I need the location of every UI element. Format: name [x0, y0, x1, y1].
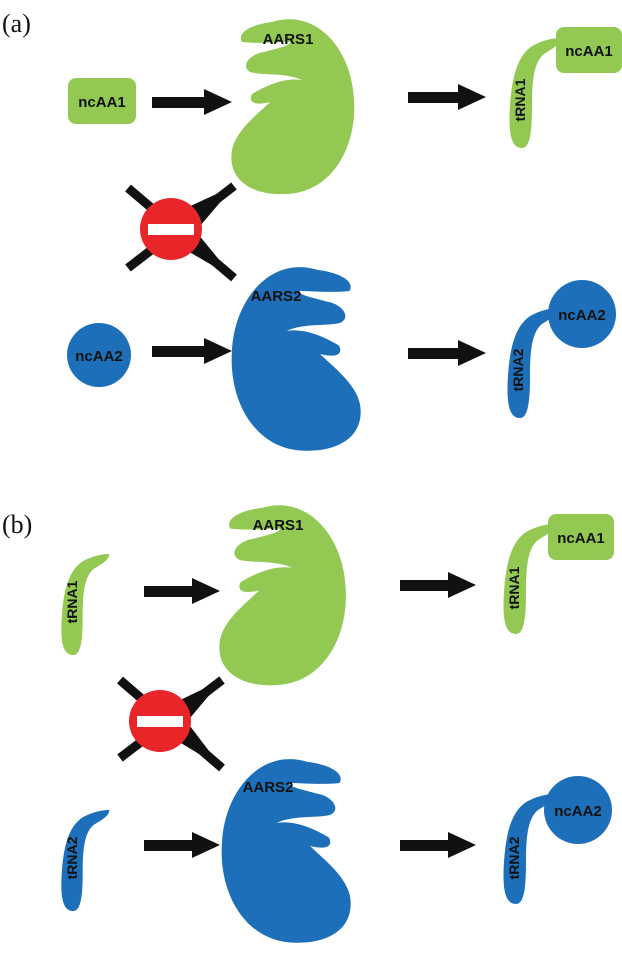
enzyme-aars1-label: AARS1 — [263, 31, 314, 48]
enzyme-aars1: AARS1 — [231, 19, 355, 195]
product-trna1-ncaa1: ncAA1 tRNA1 — [503, 514, 614, 634]
product-ncaa2-label: ncAA2 — [558, 307, 606, 324]
input-ncaa1-label: ncAA1 — [78, 94, 126, 111]
product-trna1-label: tRNA1 — [512, 78, 528, 121]
input-trna2-label: tRNA2 — [64, 836, 80, 879]
input-trna2: tRNA2 — [61, 809, 110, 912]
enzyme-aars1: AARS1 — [219, 505, 346, 686]
panel-b: (b) tRNA1 AARS1 ncAA1 tRNA1 — [2, 505, 614, 943]
product-trna2-ncaa2: ncAA2 tRNA2 — [503, 776, 612, 904]
input-trna1-label: tRNA1 — [64, 580, 80, 623]
product-ncaa1-label: ncAA1 — [557, 530, 605, 547]
input-ncaa2-label: ncAA2 — [75, 348, 123, 365]
input-trna1: tRNA1 — [61, 553, 110, 656]
ncaa1-square-shape — [548, 514, 614, 560]
enzyme-aars2: AARS2 — [221, 759, 351, 943]
panel-a: (a) ncAA1 AARS1 ncAA1 tRNA1 — [2, 9, 622, 451]
input-ncaa2: ncAA2 — [67, 323, 131, 387]
arrow-right-icon — [400, 832, 476, 858]
ncaa2-circle-shape — [67, 323, 131, 387]
product-trna1-label: tRNA1 — [506, 566, 522, 609]
product-trna2-label: tRNA2 — [510, 348, 526, 391]
enzyme-aars2: AARS2 — [231, 267, 361, 451]
product-ncaa1-label: ncAA1 — [565, 43, 613, 60]
product-trna1-ncaa1: ncAA1 tRNA1 — [509, 27, 622, 148]
arrow-right-icon — [152, 338, 232, 364]
enzyme-aars1-label: AARS1 — [253, 517, 304, 534]
no-entry-icon — [140, 198, 202, 260]
arrow-right-icon — [144, 832, 220, 858]
enzyme-aars2-label: AARS2 — [243, 779, 294, 796]
no-entry-icon — [129, 690, 191, 752]
ncaa1-square-shape — [556, 27, 622, 73]
product-ncaa2-label: ncAA2 — [554, 803, 602, 820]
enzyme-aars2-label: AARS2 — [251, 288, 302, 305]
product-trna2-ncaa2: ncAA2 tRNA2 — [507, 280, 616, 418]
panel-label-a: (a) — [2, 9, 31, 38]
arrow-right-icon — [408, 340, 486, 366]
panel-label-b: (b) — [2, 510, 32, 539]
product-trna2-label: tRNA2 — [506, 836, 522, 879]
arrow-right-icon — [152, 89, 232, 115]
ncaa2-circle-shape — [544, 776, 612, 844]
ncaa2-circle-shape — [548, 280, 616, 348]
input-ncaa1: ncAA1 — [68, 78, 136, 124]
arrow-right-icon — [400, 572, 476, 598]
arrow-right-icon — [144, 578, 220, 604]
ncaa1-square-shape — [68, 78, 136, 124]
arrow-right-icon — [408, 84, 486, 110]
